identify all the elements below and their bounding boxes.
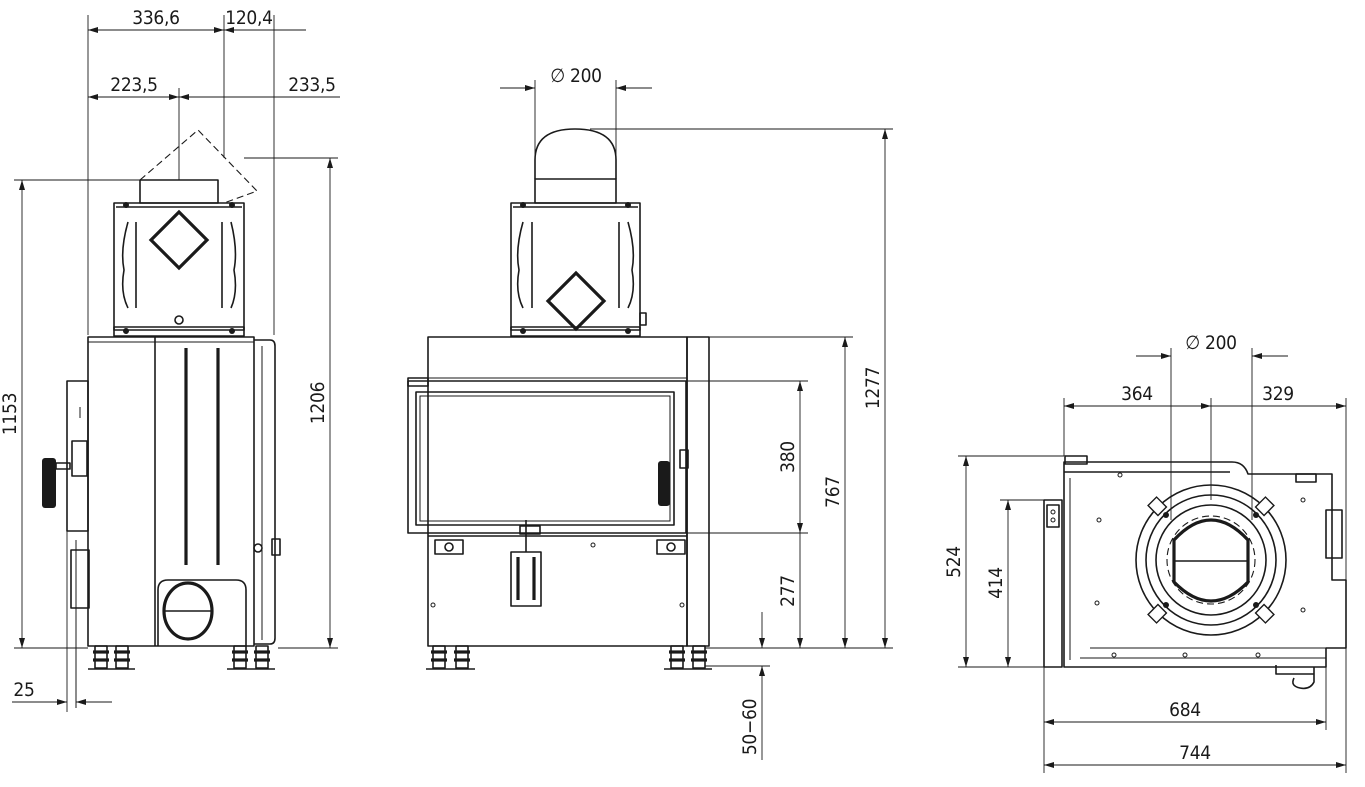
dim-d200-front: ∅ 200 [550,65,601,87]
dim-414: 414 [985,567,1007,599]
dim-767: 767 [822,476,844,508]
dim-524: 524 [943,546,965,578]
dim-223-5: 223,5 [110,74,157,96]
dim-744: 744 [1179,742,1211,764]
dim-380: 380 [777,441,799,473]
dim-684: 684 [1169,699,1201,721]
dim-233-5: 233,5 [288,74,335,96]
side-view [42,129,281,708]
dim-336-6: 336,6 [132,7,179,29]
dim-1206: 1206 [307,382,329,424]
dim-120-4: 120,4 [225,7,272,29]
top-view [1043,455,1347,690]
front-view [407,128,712,670]
top-view-dimensions: ∅ 200 364 329 524 414 684 744 [943,332,1347,773]
dim-364: 364 [1121,383,1153,405]
dim-25: 25 [13,679,34,701]
feet [88,645,275,670]
dim-329: 329 [1262,383,1294,405]
dim-1277: 1277 [862,367,884,409]
dim-277: 277 [777,575,799,607]
dim-d200-top: ∅ 200 [1185,332,1236,354]
dim-50-60: 50−60 [739,699,761,755]
dim-1153: 1153 [0,393,21,435]
feet [426,645,712,670]
side-view-dimensions: 336,6 120,4 223,5 233,5 1153 1206 25 [0,7,340,712]
front-view-dimensions: ∅ 200 1277 767 380 277 50−60 [500,65,893,760]
